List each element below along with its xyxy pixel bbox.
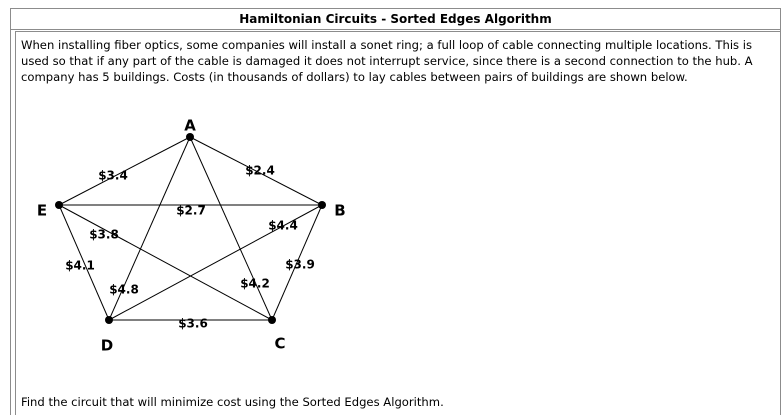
vertex-d	[105, 316, 113, 324]
vertex-label-e: E	[37, 202, 47, 220]
page-title: Hamiltonian Circuits - Sorted Edges Algo…	[11, 9, 780, 30]
edge-label-b-c: $3.9	[285, 258, 315, 272]
vertex-b	[318, 201, 326, 209]
edge-label-a-b: $2.4	[245, 164, 275, 178]
edge-a-c	[189, 136, 273, 321]
edge-labels: $3.4 $2.4 $2.7 $3.8 $4.4 $4.1 $3.9 $4.8 $4.2 $3.6	[65, 164, 315, 331]
vertex-label-d: D	[101, 337, 113, 355]
problem-panel: Hamiltonian Circuits - Sorted Edges Algo…	[10, 8, 781, 415]
vertex-a	[186, 133, 194, 141]
problem-body: When installing fiber optics, some compa…	[15, 31, 780, 415]
vertex-label-c: C	[274, 335, 285, 353]
edge-label-e-c: $3.8	[89, 228, 119, 242]
edge-e-d	[58, 204, 110, 321]
edge-label-e-b: $2.7	[176, 204, 206, 218]
edge-d-b	[108, 204, 323, 321]
edge-e-c	[58, 204, 273, 321]
vertex-labels: A B C D E	[37, 117, 346, 355]
edge-label-a-e: $3.4	[98, 169, 128, 183]
edge-a-d	[108, 136, 191, 321]
vertex-c	[268, 316, 276, 324]
vertex-label-a: A	[184, 117, 196, 135]
problem-intro: When installing fiber optics, some compa…	[21, 38, 753, 84]
problem-question: Find the circuit that will minimize cost…	[21, 395, 444, 409]
edge-label-d-b: $4.4	[268, 219, 298, 233]
edge-label-e-d: $4.1	[65, 259, 95, 273]
graph-vertices	[55, 133, 326, 324]
edge-a-b	[189, 136, 323, 206]
edge-label-a-d: $4.8	[109, 283, 139, 297]
edge-label-a-c: $4.2	[240, 277, 270, 291]
edge-label-d-c: $3.6	[178, 317, 208, 331]
edge-a-e	[58, 136, 191, 206]
vertex-label-b: B	[334, 202, 345, 220]
vertex-e	[55, 201, 63, 209]
edge-b-c	[271, 204, 323, 321]
graph-edges	[58, 136, 323, 321]
